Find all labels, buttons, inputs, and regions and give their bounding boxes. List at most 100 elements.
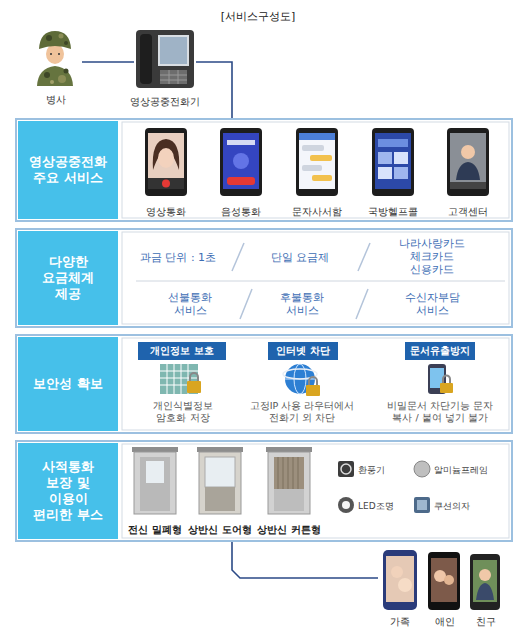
- connector-line: [82, 61, 134, 63]
- service-screen: 국방헬프콜: [367, 126, 419, 218]
- video-call-screen: [153, 139, 179, 170]
- booth-illustration: [266, 447, 312, 452]
- video-call-screen: [145, 128, 187, 196]
- message-screen: [299, 133, 335, 140]
- helpcall-screen: [378, 139, 408, 147]
- fee-item: 단일 요금제: [255, 251, 345, 264]
- security-description: 비밀문서 차단기능 문자 복사 / 붙여 넣기 불가: [376, 400, 504, 424]
- band-heading: 다양한 요금체계 제공: [18, 231, 118, 325]
- feature-icon: [338, 497, 354, 513]
- connector-group: [82, 62, 378, 578]
- payphone-device: 영상공중전화기: [134, 28, 196, 108]
- soldier-illustration: [46, 44, 64, 64]
- customer-center-screen: [447, 128, 489, 196]
- contact-phone-illustration: [444, 575, 454, 585]
- contact-caption: 가족: [390, 616, 410, 628]
- message-screen: [312, 175, 332, 181]
- booth-item: 상반신 도어형: [190, 446, 250, 536]
- internet-block-icon: [309, 377, 317, 385]
- video-call-screen: [148, 178, 184, 189]
- payphone-illustration: [136, 30, 194, 88]
- service-band: 영상공중전화 주요 서비스영상통화음성통화문자사서함국방헬프콜고객센터: [15, 118, 513, 222]
- service-caption: 문자사서함: [292, 206, 342, 218]
- payphone-illustration: [140, 34, 152, 84]
- leak-block-icon: [428, 364, 446, 394]
- separator-line: [232, 243, 244, 271]
- feature-icon: [341, 464, 351, 474]
- device-caption: 영상공중전화기: [130, 96, 200, 108]
- contact-phone: 애인: [424, 548, 466, 628]
- diagram-title: [서비스구성도]: [190, 10, 326, 24]
- soldier-illustration: [46, 35, 52, 41]
- soldier-illustration: [37, 66, 73, 86]
- booth-illustration: [132, 447, 178, 452]
- encryption-icon: [160, 364, 201, 394]
- encryption-icon: [160, 364, 198, 394]
- booth-illustration: [268, 452, 310, 514]
- fee-item: 후불통화 서비스: [275, 291, 329, 317]
- contact-phone-illustration: [473, 560, 497, 602]
- contact-phone: 친구: [466, 548, 506, 628]
- fee-item: 선불통화 서비스: [163, 291, 217, 317]
- video-call-screen: [162, 180, 170, 188]
- contact-caption: 애인: [435, 616, 455, 628]
- soldier-illustration: [37, 31, 73, 86]
- video-call-screen: [145, 128, 187, 196]
- security-badge: 인터넷 차단: [268, 342, 338, 360]
- contact-phone-illustration: [428, 552, 460, 610]
- feature-icon: [342, 501, 350, 509]
- voice-call-screen: [220, 128, 262, 196]
- internet-block-icon: [294, 364, 306, 394]
- feature-icon: [414, 497, 430, 513]
- fee-item: 나라사랑카드 체크카드 신용카드: [395, 237, 469, 276]
- security-badge: 문서유출방지: [405, 342, 475, 360]
- payphone-illustration: [160, 75, 187, 76]
- helpcall-screen: [375, 133, 411, 189]
- soldier-illustration: [59, 34, 64, 39]
- booth-feature: 환풍기: [358, 465, 418, 476]
- voice-call-screen: [227, 140, 255, 145]
- voice-call-screen: [223, 133, 259, 189]
- booth-item: 상반신 커튼형: [259, 446, 319, 536]
- leak-block-icon: [440, 383, 453, 393]
- booth-illustration: [274, 489, 304, 511]
- voice-call-screen: [233, 153, 249, 169]
- payphone-illustration: [160, 37, 187, 64]
- booth-illustration: [140, 457, 170, 511]
- fee-item: 과금 단위 : 1초: [128, 251, 228, 264]
- soldier-illustration: [50, 53, 52, 55]
- soldier-illustration: [64, 69, 69, 74]
- badge-text: 개인정보 보호: [138, 342, 226, 360]
- contact-phone: 가족: [378, 548, 422, 628]
- band-heading: 영상공중전화 주요 서비스: [18, 121, 118, 219]
- internet-block-icon: [283, 369, 317, 379]
- video-call-screen: [158, 148, 174, 168]
- band-heading: 사적통화 보장 및 이용이 편리한 부스: [18, 443, 118, 539]
- booth-illustration: [278, 457, 298, 489]
- internet-block-icon: [285, 379, 315, 380]
- content-frame: [122, 122, 509, 218]
- contact-phone-illustration: [386, 556, 414, 602]
- voice-call-screen: [227, 177, 255, 185]
- service-caption: 고객센터: [448, 206, 488, 218]
- booth-caption: 상반신 커튼형: [257, 524, 320, 536]
- soldier-illustration: [39, 31, 71, 49]
- message-screen: [310, 155, 332, 161]
- booth-illustration: [199, 452, 241, 514]
- leak-block-icon: [430, 368, 444, 388]
- booth-illustration: [205, 487, 235, 511]
- booth-caption: 전신 밀폐형: [128, 524, 181, 536]
- internet-block-icon: [285, 364, 315, 394]
- payphone-illustration: [178, 70, 179, 84]
- booth-feature: 알미늄프레임: [434, 465, 510, 476]
- encryption-icon: [190, 373, 198, 381]
- service-screen: 영상통화: [140, 126, 192, 218]
- feature-icon: [414, 461, 430, 477]
- message-screen: [302, 145, 324, 151]
- contact-phone-illustration: [431, 558, 457, 602]
- soldier-figure: 병사: [30, 28, 82, 106]
- feature-icon: [338, 461, 430, 513]
- payphone-illustration: [160, 70, 187, 84]
